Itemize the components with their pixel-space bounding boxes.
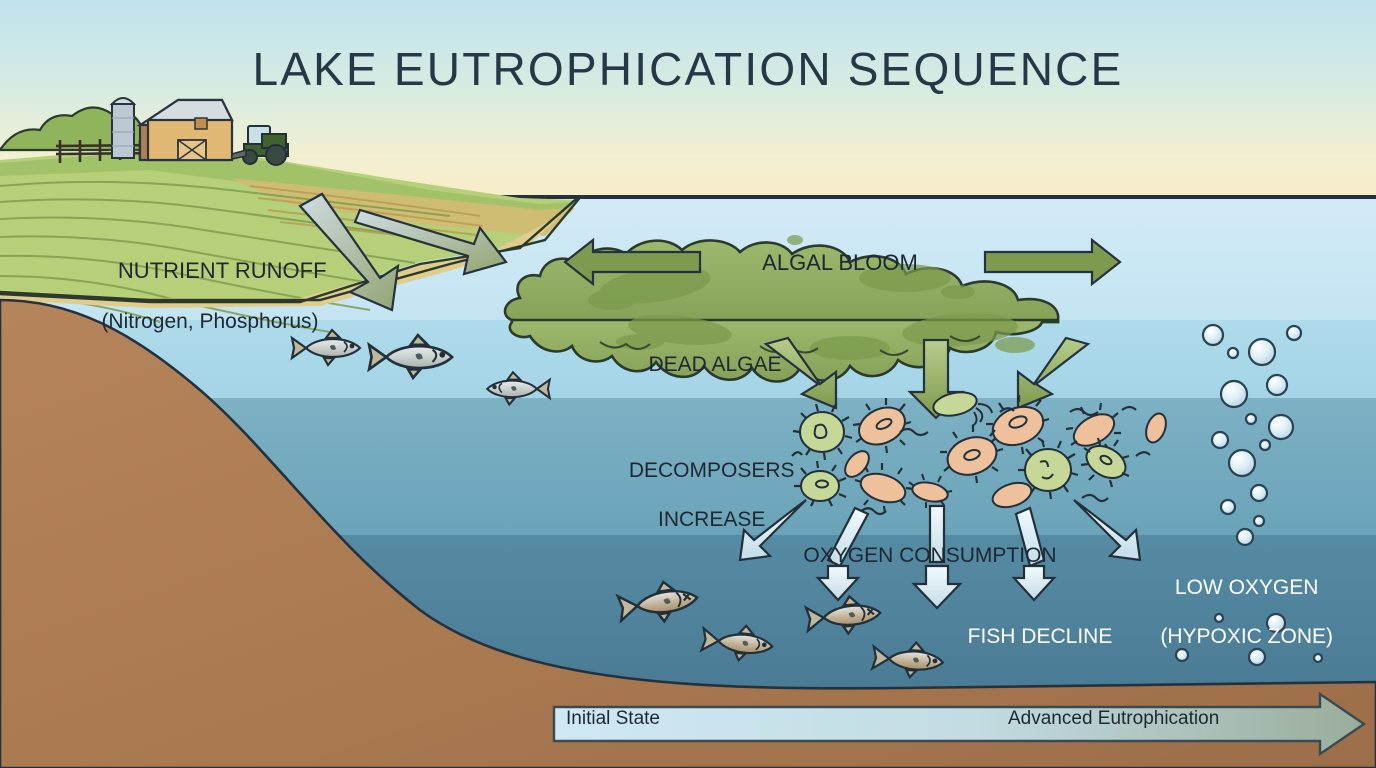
microbe [792, 403, 853, 461]
oxygen-arrow-left [815, 564, 861, 602]
oxygen-arrow-right [1011, 564, 1057, 602]
field-green [0, 150, 575, 300]
microbe-squiggles [791, 405, 1151, 516]
page-title: LAKE EUTROPHICATION SEQUENCE [252, 43, 1124, 95]
algal-spread-arrow-right [983, 237, 1122, 287]
microbe [1018, 439, 1079, 500]
label-hypoxic-line2: (HYPOXIC ZONE) [1160, 625, 1334, 649]
microbe [852, 398, 912, 454]
fish-healthy [290, 328, 362, 367]
fish-healthy [485, 370, 552, 407]
runoff-arrow-1 [298, 192, 400, 312]
label-hypoxic-line1: LOW OXYGEN [1174, 575, 1319, 599]
algae-texture [588, 235, 1035, 360]
oxygen-arrow-outer-left [738, 499, 807, 562]
label-hypoxic-zone: LOW OXYGEN (HYPOXIC ZONE) [1125, 551, 1345, 675]
field-wheat [230, 178, 575, 236]
lake-bed-soil [0, 298, 1376, 768]
microbe [794, 460, 847, 507]
microbe [854, 463, 914, 514]
horizon-line [0, 195, 1376, 199]
label-nutrient-runoff-main: NUTRIENT RUNOFF [117, 257, 327, 283]
oxygen-consumption-arrows [738, 499, 1142, 610]
microbe [1080, 437, 1130, 488]
shoreline [0, 198, 581, 304]
label-nutrient-runoff-sub: (Nitrogen, Phosphorus) [101, 309, 319, 333]
barn-icon [136, 98, 234, 162]
fish-dying [699, 624, 774, 663]
microbe [1065, 402, 1121, 451]
microbe [1145, 412, 1167, 444]
decomposer-microbes [791, 391, 1167, 516]
sinking-arrow-right [1016, 336, 1091, 410]
oxygen-arrow-outer-right [1073, 499, 1142, 562]
healthy-fish-group [290, 328, 552, 407]
silo-icon [109, 97, 137, 159]
microbe [908, 473, 953, 508]
label-nutrient-runoff: NUTRIENT RUNOFF (Nitrogen, Phosphorus) [60, 232, 360, 387]
label-decomposers-increase: DECOMPOSERS INCREASE [600, 434, 800, 558]
oxygen-bubbles [1174, 323, 1324, 667]
microbe [991, 481, 1033, 509]
progression-arrow [552, 691, 1367, 757]
microbe [844, 450, 870, 478]
algal-bloom [503, 235, 1122, 383]
sinking-arrow-left [763, 336, 838, 410]
label-dead-algae: DEAD ALGAE [648, 353, 782, 376]
label-fish-decline: FISH DECLINE [967, 625, 1113, 648]
nutrient-runoff-arrows [298, 192, 508, 312]
farmland [0, 97, 581, 333]
fish-healthy [367, 333, 454, 381]
progression-end-label: Advanced Eutrophication [1008, 708, 1220, 729]
label-decomposers-line2: INCREASE [657, 508, 766, 532]
progression-start-label: Initial State [566, 708, 660, 729]
oxygen-streak-center [928, 504, 946, 564]
dying-fish-group [615, 580, 945, 680]
label-oxygen-consumption: OXYGEN CONSUMPTION [803, 544, 1057, 567]
fish-dying [615, 580, 699, 624]
runoff-arrow-2 [353, 208, 508, 276]
fish-dying [803, 594, 882, 636]
tractor-icon [231, 125, 289, 166]
label-decomposers-line1: DECOMPOSERS [628, 458, 795, 482]
fish-dying [870, 640, 945, 680]
label-algal-bloom: ALGAL BLOOM [762, 250, 918, 275]
algal-spread-arrow-left [563, 237, 702, 287]
oxygen-streak-right [1014, 506, 1046, 568]
oxygen-arrow-center [911, 564, 963, 610]
microbe [940, 425, 1004, 484]
